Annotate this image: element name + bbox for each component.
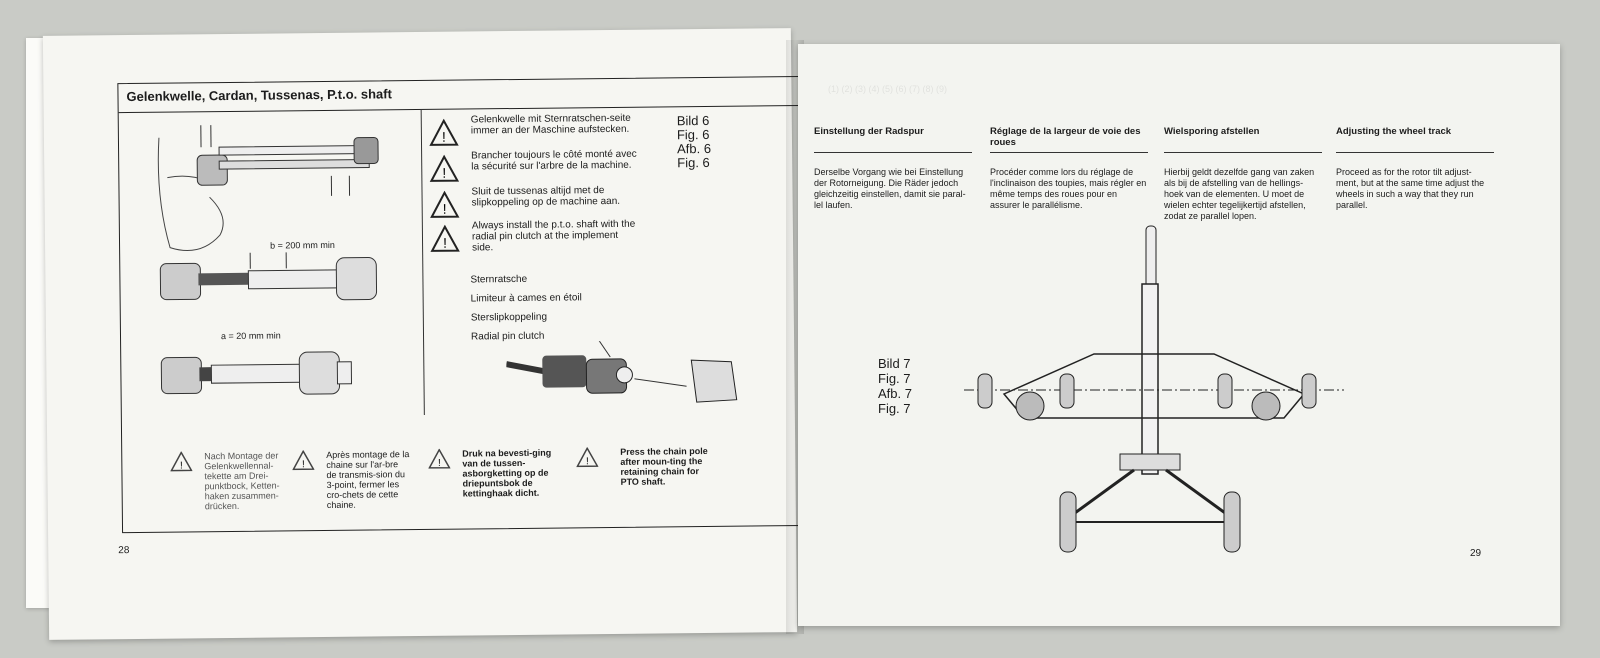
column-de: Einstellung der Radspur Derselbe Vorgang… [814, 126, 972, 211]
warning-triangle-icon: ! [292, 450, 315, 470]
note-de-text: Nach Montage der Gelenkwellennal-tekette… [204, 450, 280, 512]
page-number-left: 28 [118, 545, 130, 557]
column-heading-en: Adjusting the wheel track [1336, 126, 1494, 153]
clutch-label-nl: Sterslipkoppeling [470, 311, 548, 324]
section-title: Gelenkwelle, Cardan, Tussenas, P.t.o. sh… [126, 86, 392, 105]
frame-header: Gelenkwelle, Cardan, Tussenas, P.t.o. sh… [118, 76, 813, 114]
fig7-ref-de: Bild 7 [878, 356, 911, 371]
column-heading-de: Einstellung der Radspur [814, 126, 972, 153]
warning-1: ! Gelenkwelle mit Sternratschen-seite im… [429, 113, 644, 146]
figure-6-refs: Bild 6 Fig. 6 Afb. 6 Fig. 6 [677, 113, 712, 171]
clutch-drawing [506, 339, 738, 403]
dim-b-label: b = 200 mm min [270, 239, 335, 251]
warning-3: ! Sluit de tussenas altijd met de slipko… [429, 185, 644, 218]
note-nl-text: Druk na bevesti-ging van de tussen-asbor… [462, 447, 552, 499]
figure-frame: Gelenkwelle, Cardan, Tussenas, P.t.o. sh… [117, 75, 819, 534]
fig7-ref-fr: Fig. 7 [878, 371, 911, 386]
svg-text:!: ! [586, 456, 589, 467]
column-text-de: Derselbe Vorgang wie bei Einstellung der… [814, 167, 966, 210]
shaft-b-drawing [159, 252, 378, 301]
svg-text:!: ! [443, 201, 447, 217]
warning-text-de: Gelenkwelle mit Sternratschen-seite imme… [470, 112, 631, 137]
column-en: Adjusting the wheel track Proceed as for… [1336, 126, 1494, 211]
svg-text:!: ! [443, 235, 447, 251]
warning-text-nl: Sluit de tussenas altijd met de slipkopp… [471, 185, 621, 209]
warning-triangle-icon: ! [430, 224, 460, 252]
right-page: (1) (2) (3) (4) (5) (6) (7) (8) (9) Eins… [798, 44, 1560, 626]
wheel-track-drawing [964, 225, 1344, 553]
svg-text:!: ! [302, 459, 305, 470]
warning-triangle-icon: ! [429, 118, 459, 146]
svg-text:!: ! [442, 129, 446, 145]
shaft-a-drawing [160, 351, 353, 395]
warning-2: ! Brancher toujours le côté monté avec l… [429, 149, 644, 182]
warning-triangle-icon: ! [170, 451, 193, 472]
warning-triangle-icon: ! [576, 447, 599, 467]
column-text-nl: Hierbij geldt dezelfde gang van zaken al… [1164, 167, 1315, 221]
figure-7-refs: Bild 7 Fig. 7 Afb. 7 Fig. 7 [878, 356, 912, 416]
column-nl: Wielsporing afstellen Hierbij geldt deze… [1164, 126, 1322, 222]
bleed-through-text: (1) (2) (3) (4) (5) (6) (7) (8) (9) [828, 84, 947, 94]
left-page: Gelenkwelle, Cardan, Tussenas, P.t.o. sh… [42, 28, 819, 640]
svg-text:!: ! [180, 460, 183, 471]
warning-triangle-icon: ! [430, 190, 460, 218]
svg-text:!: ! [438, 458, 441, 469]
fig7-ref-en: Fig. 7 [878, 401, 911, 416]
fig7-ref-nl: Afb. 7 [878, 386, 912, 401]
shaft-mount-drawing [157, 125, 379, 251]
warning-triangle-icon: ! [428, 448, 451, 469]
clutch-labels: Sternratsche Limiteur à cames en étoil S… [470, 269, 582, 346]
note-en-text: Press the chain pole after moun-ting the… [620, 445, 708, 487]
warning-text-en: Always install the p.t.o. shaft with the… [471, 218, 636, 254]
clutch-label-fr: Limiteur à cames en étoil [470, 292, 582, 305]
page-number-right: 29 [1470, 548, 1482, 559]
note-fr-text: Après montage de la chaine sur l'ar-bre … [326, 449, 410, 510]
warning-triangle-icon: ! [429, 154, 460, 182]
warning-4: ! Always install the p.t.o. shaft with t… [430, 219, 645, 253]
fig-ref-en: Fig. 6 [677, 154, 710, 171]
column-fr: Réglage de la largeur de voie des roues … [990, 126, 1148, 211]
column-heading-nl: Wielsporing afstellen [1164, 126, 1322, 153]
column-text-fr: Procéder comme lors du réglage de l'incl… [990, 167, 1147, 210]
svg-text:!: ! [442, 165, 446, 181]
clutch-label-de: Sternratsche [470, 273, 528, 286]
warning-text-fr: Brancher toujours le côté monté avec la … [471, 148, 637, 173]
column-text-en: Proceed as for the rotor tilt adjust-men… [1336, 167, 1485, 210]
dim-a-label: a = 20 mm min [220, 330, 281, 342]
frame-divider [420, 108, 425, 415]
column-heading-fr: Réglage de la largeur de voie des roues [990, 126, 1148, 153]
